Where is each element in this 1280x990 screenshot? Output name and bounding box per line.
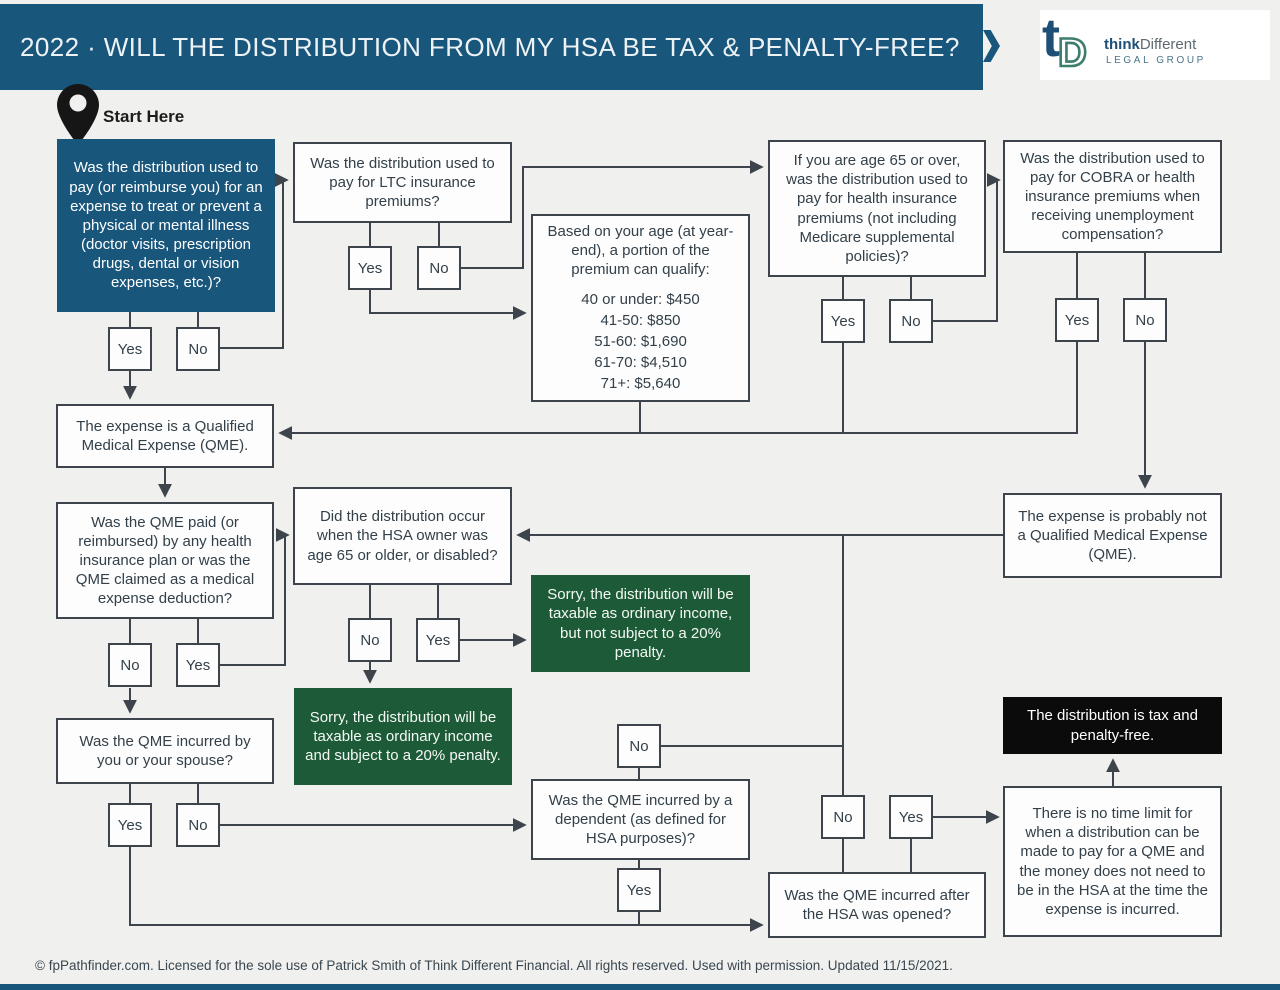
question-over65-box: If you are age 65 or over, was the distr… [768,140,986,277]
qme-paid-yes-box: Yes [176,643,220,687]
over65-yes-box: Yes [821,299,865,343]
license-footer: © fpPathfinder.com. Licensed for the sol… [35,958,953,973]
ltc-no-box: No [417,246,461,290]
result-tax-free-box: The distribution is tax and penalty-free… [1003,697,1222,754]
header-banner: 2022 · WILL THE DISTRIBUTION FROM MY HSA… [0,4,983,90]
age-premium-table-box: Based on your age (at year-end), a porti… [531,214,750,402]
result-qme-box: The expense is a Qualified Medical Expen… [56,404,274,468]
result-qme-text: The expense is a Qualified Medical Expen… [76,417,254,454]
result-taxable-penalty-text: Sorry, the distribution will be taxable … [305,708,501,765]
think-different-logo: t D thinkDifferent LEGAL GROUP [1040,8,1270,80]
question-expense-box: Was the distribution used to pay (or rei… [57,139,275,312]
question-qme-paid-text: Was the QME paid (or reimbursed) by any … [75,513,255,608]
svg-text:t: t [1042,10,1060,68]
question-qme-paid-box: Was the QME paid (or reimbursed) by any … [56,502,274,619]
question-dependent-box: Was the QME incurred by a dependent (as … [531,779,750,860]
question-after-hsa-text: Was the QME incurred after the HSA was o… [784,886,970,923]
cobra-no-box: No [1123,298,1167,342]
cobra-yes-box: Yes [1055,298,1099,342]
ltc-yes-box: Yes [348,246,392,290]
question-cobra-box: Was the distribution used to pay for COB… [1003,140,1222,253]
age-tier-61-70: 61-70: $4,510 [594,354,687,372]
brand-name: thinkDifferent [1104,36,1196,53]
result-not-qme-text: The expense is probably not a Qualified … [1017,507,1208,564]
brand-different: Different [1139,36,1197,53]
start-here-label: Start Here [103,107,185,126]
dependent-no-box: No [617,724,661,768]
question-after-hsa-box: Was the QME incurred after the HSA was o… [768,872,986,938]
did65-no-box: No [348,618,392,662]
after-hsa-yes-box: Yes [889,795,933,839]
question-cobra-text: Was the distribution used to pay for COB… [1020,149,1205,244]
age-tier-51-60: 51-60: $1,690 [594,333,687,351]
question-did65-text: Did the distribution occur when the HSA … [307,508,498,564]
bottom-accent-bar [0,984,1280,990]
expense-yes-box: Yes [108,327,152,371]
spouse-no-box: No [176,803,220,847]
result-no-time-limit-text: There is no time limit for when a distri… [1017,804,1208,918]
age-tier-under40: 40 or under: $450 [581,291,700,309]
question-spouse-text: Was the QME incurred by you or your spou… [79,732,251,769]
age-table-intro: Based on your age (at year-end), a porti… [547,222,734,279]
age-tier-71plus: 71+: $5,640 [600,375,681,393]
question-ltc-text: Was the distribution used to pay for LTC… [310,154,495,211]
brand-think: think [1104,36,1140,53]
question-spouse-box: Was the QME incurred by you or your spou… [56,718,274,784]
spouse-yes-box: Yes [108,803,152,847]
result-tax-free-text: The distribution is tax and penalty-free… [1027,707,1198,744]
result-taxable-no-penalty-box: Sorry, the distribution will be taxable … [531,575,750,672]
result-not-qme-box: The expense is probably not a Qualified … [1003,493,1222,578]
dependent-yes-box: Yes [617,868,661,912]
qme-paid-no-box: No [108,643,152,687]
question-ltc-box: Was the distribution used to pay for LTC… [293,142,512,223]
question-expense-text: Was the distribution used to pay (or rei… [69,159,263,292]
after-hsa-no-box: No [821,795,865,839]
did65-yes-box: Yes [416,618,460,662]
question-dependent-text: Was the QME incurred by a dependent (as … [548,791,733,848]
over65-no-box: No [889,299,933,343]
result-no-time-limit-box: There is no time limit for when a distri… [1003,786,1222,937]
result-taxable-penalty-box: Sorry, the distribution will be taxable … [294,688,512,785]
question-over65-text: If you are age 65 or over, was the distr… [786,151,968,265]
page-title: 2022 · WILL THE DISTRIBUTION FROM MY HSA… [20,31,960,62]
expense-no-box: No [176,327,220,371]
question-did65-box: Did the distribution occur when the HSA … [293,487,512,585]
result-taxable-no-penalty-text: Sorry, the distribution will be taxable … [547,586,734,661]
svg-text:D: D [1058,31,1087,74]
age-tier-41-50: 41-50: $850 [600,312,681,330]
logo-monogram-icon: t D [1042,8,1088,76]
brand-subtitle: LEGAL GROUP [1106,55,1206,66]
